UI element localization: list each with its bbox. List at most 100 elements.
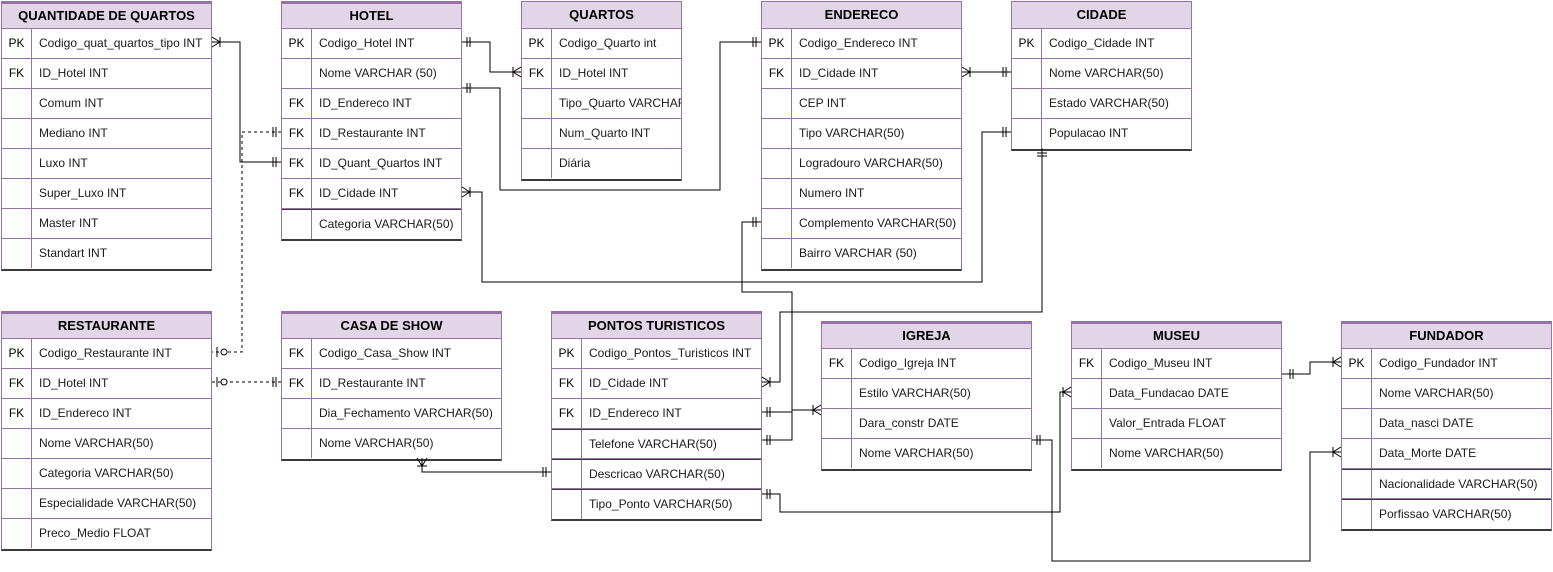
one-mark [272,377,277,387]
field-label: ID_Endereco INT [589,406,682,420]
table-row[interactable]: Diária [522,149,681,179]
key-badge [1012,89,1042,118]
table-row[interactable]: Data_Fundacao DATE [1072,379,1281,409]
entity-title: RESTAURANTE [2,314,211,339]
table-row[interactable]: Numero INT [762,179,961,209]
key-badge [2,89,32,118]
table-row[interactable]: Dia_Fechamento VARCHAR(50) [282,399,501,429]
many-mark [812,404,822,416]
table-row[interactable]: Tipo VARCHAR(50) [762,119,961,149]
table-row[interactable]: Nome VARCHAR(50) [822,439,1031,469]
table-row[interactable]: Super_Luxo INT [2,179,211,209]
table-row[interactable]: Descricao VARCHAR(50) [552,459,761,489]
table-row[interactable]: Mediano INT [2,119,211,149]
field-label: Mediano INT [39,126,108,140]
field-label: Porfissao VARCHAR(50) [1379,507,1512,521]
table-row[interactable]: Nome VARCHAR(50) [2,429,211,459]
connector-hotel-quartos [462,41,521,73]
table-row[interactable]: Nacionalidade VARCHAR(50) [1342,469,1551,499]
table-row[interactable]: Especialidade VARCHAR(50) [2,489,211,519]
key-badge [282,399,312,428]
table-row[interactable]: Luxo INT [2,149,211,179]
table-row[interactable]: Standart INT [2,239,211,269]
field-label: Nome VARCHAR(50) [859,446,974,460]
table-row[interactable]: Complemento VARCHAR(50) [762,209,961,239]
table-row[interactable]: Logradouro VARCHAR(50) [762,149,961,179]
table-row[interactable]: Telefone VARCHAR(50) [552,429,761,459]
table-row[interactable]: Preco_Medio FLOAT [2,519,211,549]
table-row[interactable]: Master INT [2,209,211,239]
table-row[interactable]: Nome VARCHAR(50) [282,429,501,459]
field-label: Nome VARCHAR(50) [1379,386,1494,400]
key-badge [822,439,852,468]
table-row[interactable]: Porfissao VARCHAR(50) [1342,499,1551,529]
one-mark [1289,369,1294,379]
table-row[interactable]: Data_Morte DATE [1342,439,1551,469]
entity-title: QUANTIDADE DE QUARTOS [2,4,211,29]
table-row[interactable]: Tipo_Quarto VARCHAR [522,89,681,119]
table-row[interactable]: Nome VARCHAR(50) [1072,439,1281,469]
key-badge: PK [762,29,792,58]
table-row[interactable]: Tipo_Ponto VARCHAR(50) [552,489,761,519]
field-label: Bairro VARCHAR (50) [799,246,917,260]
table-row[interactable]: Nome VARCHAR(50) [1342,379,1551,409]
entity-title: MUSEU [1072,324,1281,349]
table-row[interactable]: Categoria VARCHAR(50) [2,459,211,489]
key-badge: FK [2,59,32,88]
key-badge: PK [522,29,552,58]
table-row[interactable]: CEP INT [762,89,961,119]
table-row[interactable]: Categoria VARCHAR(50) [282,209,461,239]
table-row[interactable]: Data_nasci DATE [1342,409,1551,439]
key-badge [552,490,582,519]
field-label: Logradouro VARCHAR(50) [799,156,943,170]
table-row[interactable]: Bairro VARCHAR (50) [762,239,961,269]
table-row[interactable]: Num_Quarto INT [522,119,681,149]
field-label: Descricao VARCHAR(50) [589,467,725,481]
key-badge [1342,439,1372,468]
table-row[interactable]: Nome VARCHAR (50) [282,59,461,89]
table-row[interactable]: Nome VARCHAR(50) [1012,59,1191,89]
one-mark [752,37,757,47]
table-row[interactable]: Valor_Entrada FLOAT [1072,409,1281,439]
table-row[interactable]: Comum INT [2,89,211,119]
table-row[interactable]: Estado VARCHAR(50) [1012,89,1191,119]
table-row[interactable]: Populacao INT [1012,119,1191,149]
field-label: Nome VARCHAR (50) [319,66,437,80]
table-row[interactable]: Dara_constr DATE [822,409,1031,439]
table-row[interactable]: Estilo VARCHAR(50) [822,379,1031,409]
